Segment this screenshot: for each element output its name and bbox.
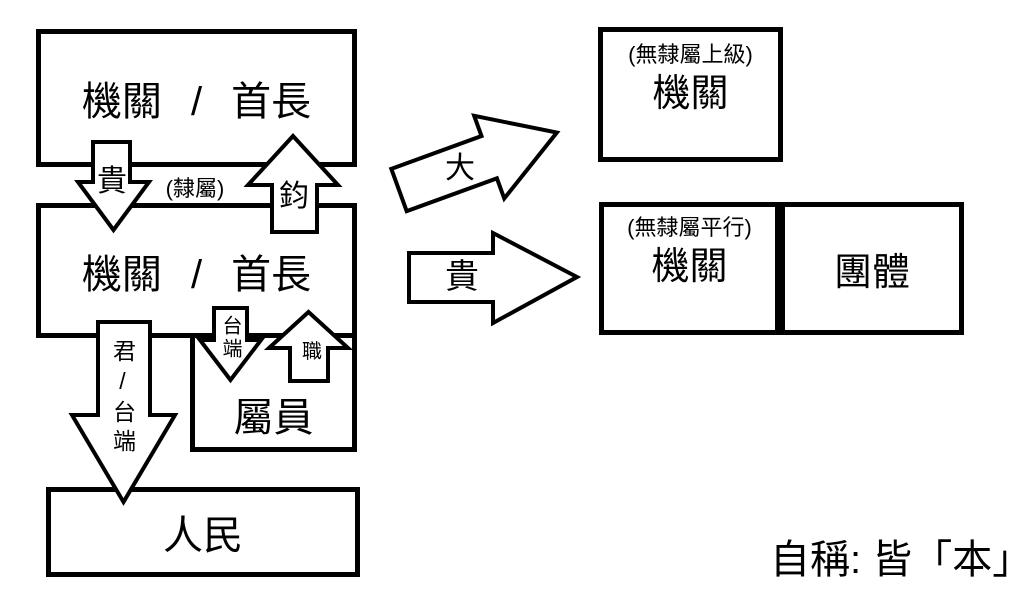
- box-organization-group-label: 團體: [833, 252, 910, 294]
- box-superior-agency-chief-label: 機關 / 首長: [81, 80, 312, 124]
- subordination-note-label: (隸屬): [165, 176, 225, 201]
- taiduan-down-arrow-label: 台端: [219, 315, 241, 361]
- box-subordinate-staff-label: 屬員: [233, 396, 314, 440]
- gui-down-arrow: [74, 140, 153, 234]
- jun-taiduan-down-arrow: [68, 320, 179, 506]
- box-unaffiliated-parallel-label: 機關: [651, 246, 728, 288]
- box-people-label: 人民: [163, 514, 243, 558]
- gui-right-arrow-label: 貴: [445, 258, 479, 296]
- gui-right-arrow: [407, 229, 582, 327]
- zhi-up-arrow-label: 職: [302, 341, 322, 363]
- box-unaffiliated-parallel-agency: (無隸屬平行) 機關: [599, 202, 780, 335]
- taiduan-down-arrow: [195, 306, 266, 384]
- box-superior-agency-chief: 機關 / 首長: [36, 29, 357, 167]
- box-unaffiliated-superior-agency: (無隸屬上級) 機關: [598, 27, 783, 162]
- da-diagonal-arrow: [388, 113, 561, 214]
- box-unaffiliated-superior-note: (無隸屬上級): [628, 42, 753, 67]
- box-unaffiliated-superior-label: 機關: [652, 73, 729, 115]
- jun-up-arrow: [243, 133, 343, 234]
- gui-down-arrow-label: 貴: [97, 165, 127, 198]
- jun-taiduan-down-arrow-label: 君/台端: [109, 339, 136, 458]
- da-diagonal-arrow-label: 大: [445, 152, 475, 185]
- box-own-agency-chief-label: 機關 / 首長: [81, 252, 312, 297]
- box-unaffiliated-parallel-note: (無隸屬平行): [627, 215, 752, 240]
- zhi-up-arrow: [263, 309, 354, 383]
- box-people: 人民: [46, 487, 360, 577]
- jun-up-arrow-label: 鈞: [279, 180, 309, 213]
- self-reference-note: 自稱: 皆「本」: [770, 538, 1024, 582]
- box-organization-group: 團體: [780, 202, 964, 335]
